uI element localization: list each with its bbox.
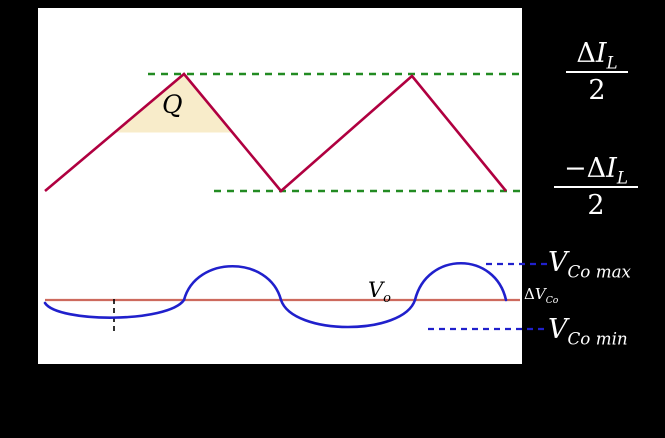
vco-min-label: VCo min (548, 314, 628, 346)
vco-min-sub: Co min (567, 328, 628, 349)
delta-symbol: Δ (524, 285, 535, 303)
vco-sub: Co (545, 295, 559, 306)
pos-ripple-label: ΔIL 2 (552, 38, 642, 106)
vco-max-label: VCo max (548, 247, 631, 279)
current-sub: L (606, 52, 618, 73)
neg-ripple-numerator: −ΔIL (546, 153, 646, 188)
vo-sub: o (383, 291, 392, 307)
inductor-current-waveform (44, 72, 508, 193)
fraction-bar (566, 71, 628, 74)
pos-ripple-numerator: ΔIL (552, 38, 642, 73)
vo-base: V (368, 278, 384, 302)
minus-delta-symbol: −Δ (564, 153, 607, 184)
fraction-bar (554, 186, 638, 189)
pos-ripple-denominator: 2 (588, 75, 606, 107)
vco-max-sub: Co max (567, 261, 631, 282)
vco-min-base: V (548, 314, 568, 345)
current-symbol: I (595, 38, 607, 69)
neg-ripple-label: −ΔIL 2 (546, 153, 646, 221)
vco-max-base: V (548, 247, 568, 278)
delta-symbol: Δ (576, 38, 596, 69)
neg-ripple-denominator: 2 (587, 190, 605, 222)
plot-panel (38, 8, 522, 364)
output-voltage-label: Vo (368, 278, 391, 305)
current-sub: L (616, 167, 628, 188)
current-symbol: I (606, 153, 617, 184)
vco-base: V (534, 285, 546, 303)
charge-area-label: Q (162, 90, 183, 119)
charge-area-fill (114, 74, 233, 133)
delta-vco-label: ΔVCo (524, 285, 559, 306)
capacitor-voltage-waveform (43, 262, 508, 329)
